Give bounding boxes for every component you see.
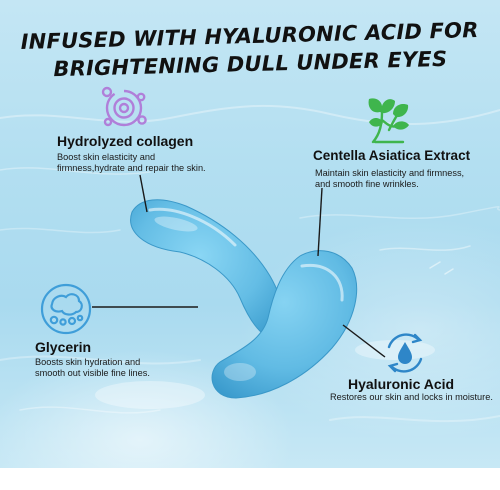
centella-leaf-icon [368,98,409,144]
collagen-desc-line-1: Boost skin elasticity and [57,152,156,162]
centella-desc-line-1: Maintain skin elasticity and firmness, [315,168,465,178]
glycerin-description: Boosts skin hydration and smooth out vis… [35,357,150,379]
collagen-description: Boost skin elasticity and firmness,hydra… [57,152,206,174]
centella-description: Maintain skin elasticity and firmness, a… [315,168,464,190]
water-ripples [0,0,500,468]
collagen-leader-line [139,174,148,213]
glycerin-title: Glycerin [35,339,92,355]
centella-title: Centella Asiatica Extract [313,148,471,163]
centella-desc-line-2: and smooth fine wrinkles. [315,179,419,189]
glycerin-desc-line-1: Boosts skin hydration and [35,357,141,367]
collagen-desc-line-2: firmness,hydrate and repair the skin. [57,163,206,173]
molecule-icon [101,86,147,127]
eye-patches [130,199,358,399]
collagen-title: Hydrolyzed collagen [57,133,194,149]
leader-lines [92,174,386,358]
glycerin-cells-icon [40,283,92,335]
right-eye-patch [211,250,358,399]
bottom-white-strip [0,468,500,490]
centella-leader-line [317,187,323,257]
hyaluronic-desc-line-1: Restores our skin and locks in moisture. [330,392,493,402]
water-drop-icon [387,333,423,373]
hyaluronic-description: Restores our skin and locks in moisture. [330,392,493,403]
glycerin-desc-line-2: smooth out visible fine lines. [35,368,150,378]
hyaluronic-title: Hyaluronic Acid [348,376,455,392]
hyaluronic-leader-line [342,324,386,358]
